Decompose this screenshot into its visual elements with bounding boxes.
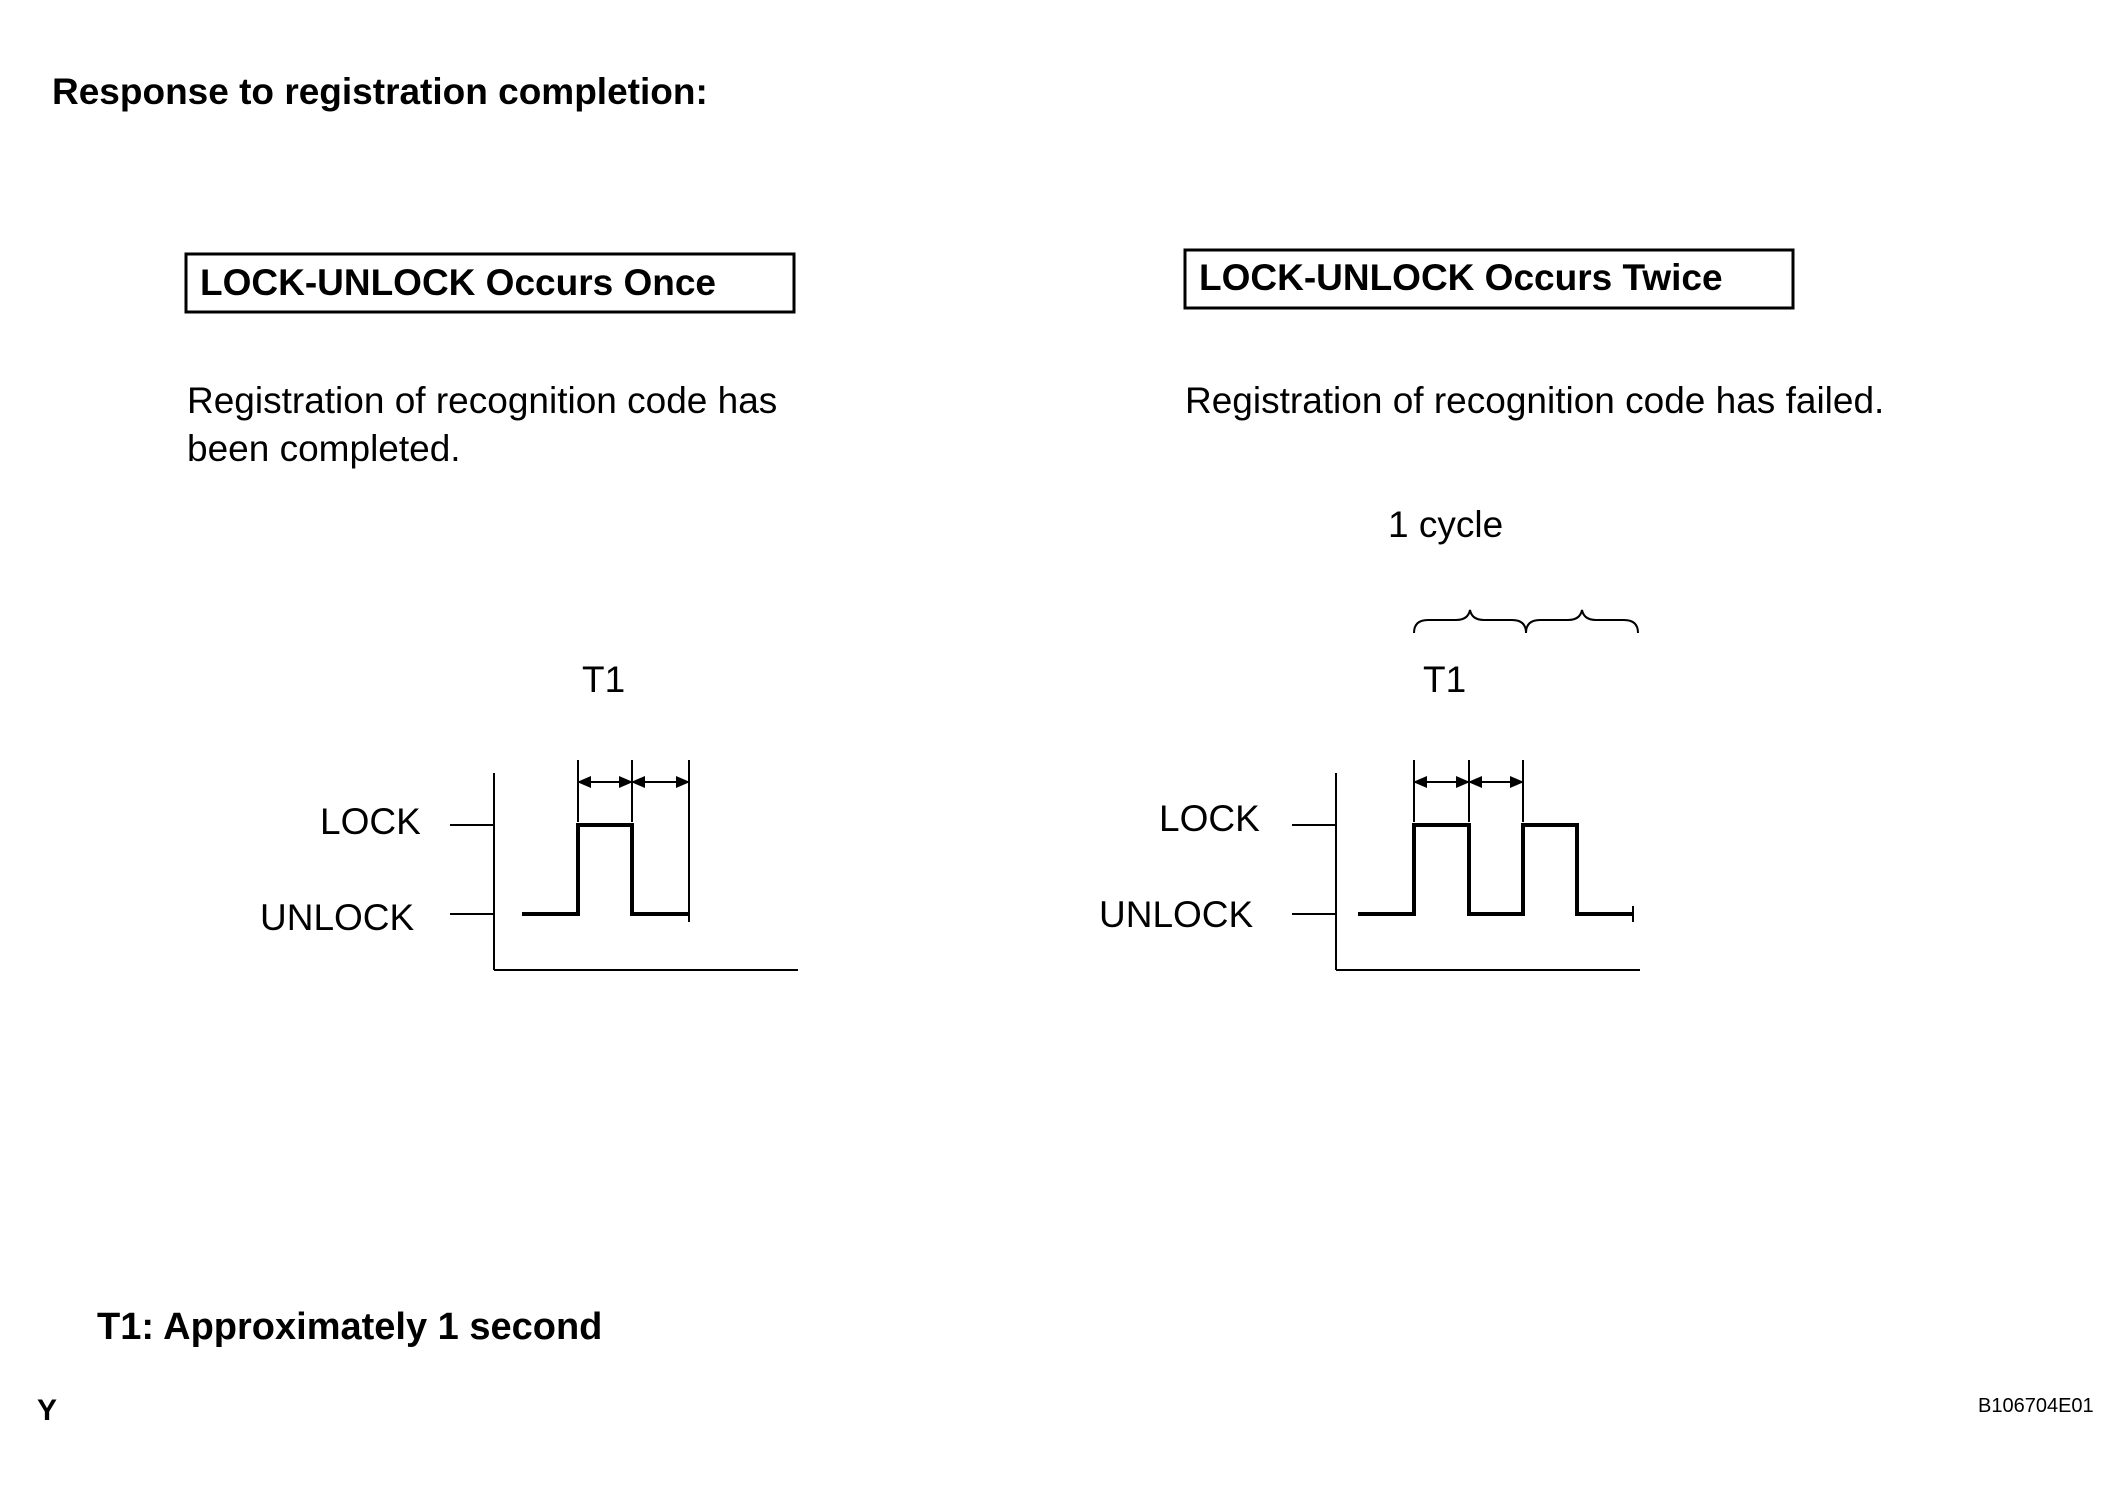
panel-once-lock-label: LOCK bbox=[320, 801, 421, 842]
panel-twice-t1-label: T1 bbox=[1423, 659, 1466, 700]
panel-twice-description-line-1: Registration of recognition code has fai… bbox=[1185, 380, 1884, 421]
panel-once-title: LOCK-UNLOCK Occurs Once bbox=[200, 262, 716, 303]
panel-once-t1-label: T1 bbox=[582, 659, 625, 700]
t1-footnote: T1: Approximately 1 second bbox=[97, 1306, 602, 1348]
panel-twice-cycle-brace bbox=[1413, 609, 1639, 634]
panel-twice: LOCK-UNLOCK Occurs Twice Registration of… bbox=[1099, 248, 1884, 971]
panel-twice-cycle-label: 1 cycle bbox=[1388, 504, 1503, 545]
panel-once-description-line-1: Registration of recognition code has bbox=[187, 380, 777, 421]
panel-twice-lock-label: LOCK bbox=[1159, 798, 1260, 839]
panel-once-unlock-label: UNLOCK bbox=[260, 897, 415, 938]
panel-twice-title: LOCK-UNLOCK Occurs Twice bbox=[1199, 257, 1723, 298]
panel-once-description-line-2: been completed. bbox=[187, 428, 461, 469]
panel-once: LOCK-UNLOCK Occurs Once Registration of … bbox=[184, 252, 798, 971]
panel-once-waveform bbox=[522, 823, 689, 916]
panel-twice-title-box bbox=[1183, 248, 1795, 310]
figure-code: B106704E01 bbox=[1978, 1395, 2094, 1417]
panel-twice-unlock-label: UNLOCK bbox=[1099, 894, 1254, 935]
page-heading: Response to registration completion: bbox=[52, 71, 708, 112]
panel-once-title-box bbox=[184, 252, 796, 314]
panel-twice-waveform bbox=[1358, 823, 1633, 916]
corner-letter: Y bbox=[37, 1394, 57, 1427]
